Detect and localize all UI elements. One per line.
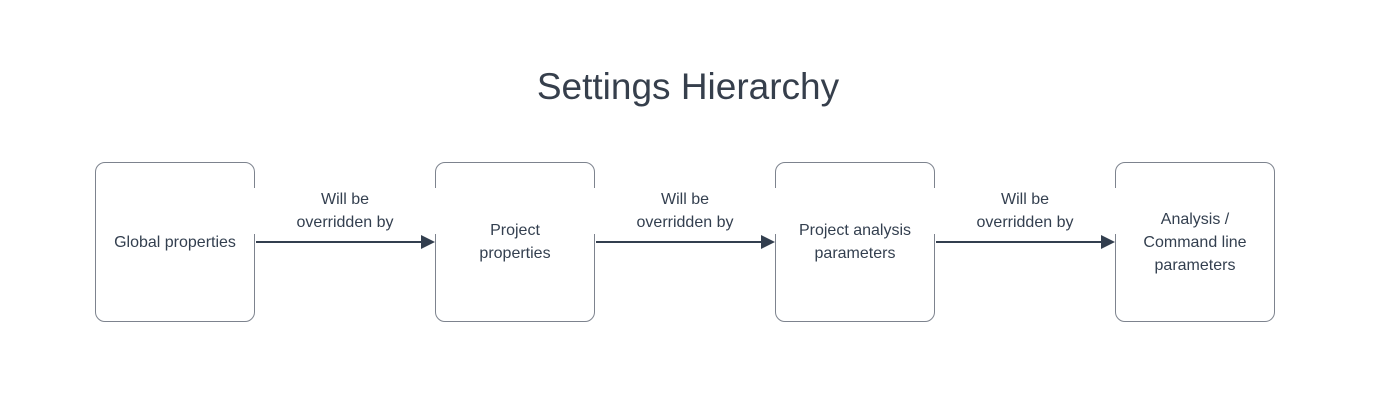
edge-label-2: Will be overridden by (585, 188, 785, 234)
edge-line-3 (936, 241, 1102, 243)
arrow-head-icon-2 (761, 235, 775, 249)
diagram-title: Settings Hierarchy (536, 66, 840, 107)
edge-line-2 (596, 241, 762, 243)
node-project-analysis-parameters: Project analysis parameters (775, 162, 935, 322)
edge-label-1: Will be overridden by (245, 188, 445, 234)
node-global-properties: Global properties (95, 162, 255, 322)
node-analysis-command-line-parameters: Analysis / Command line parameters (1115, 162, 1275, 322)
edge-label-3: Will be overridden by (925, 188, 1125, 234)
arrow-head-icon-3 (1101, 235, 1115, 249)
node-project-properties: Project properties (435, 162, 595, 322)
edge-line-1 (256, 241, 422, 243)
arrow-head-icon-1 (421, 235, 435, 249)
